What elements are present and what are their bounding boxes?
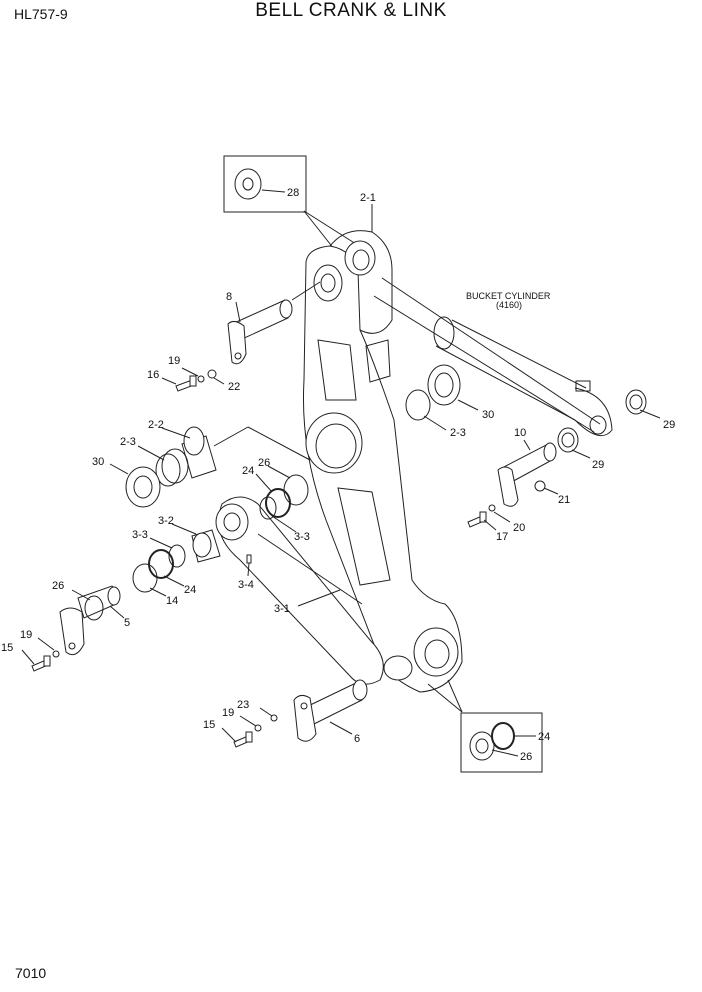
- bushing-3-2: [191, 529, 221, 563]
- washer-22: [207, 369, 217, 379]
- ring-2-3-left-b: [155, 453, 181, 487]
- callout-10: 10: [514, 427, 526, 439]
- callout-3-1: 3-1: [274, 603, 290, 615]
- lockwasher-19: [197, 375, 205, 383]
- callout-24-mid: 24: [242, 465, 254, 477]
- ring-3-3-left: [168, 544, 186, 568]
- callout-23: 23: [237, 699, 249, 711]
- detail-box-top: [223, 155, 307, 213]
- washer-26-bottom: [469, 731, 495, 761]
- callout-6: 6: [354, 733, 360, 745]
- pin-8: [227, 299, 293, 365]
- washer-19-left: [52, 650, 60, 658]
- callout-28: 28: [287, 187, 299, 199]
- callout-20: 20: [513, 522, 525, 534]
- callout-26-bottom: 26: [520, 751, 532, 763]
- callout-3-3-mid: 3-3: [294, 531, 310, 543]
- callout-19-bottom: 19: [222, 707, 234, 719]
- callout-3-4: 3-4: [238, 579, 254, 591]
- callout-2-3-left: 2-3: [120, 436, 136, 448]
- callout-5: 5: [124, 617, 130, 629]
- callout-2-2: 2-2: [148, 419, 164, 431]
- oring-24-left: [148, 549, 174, 579]
- bushing-2-2: [181, 426, 217, 479]
- callout-15-bottom: 15: [203, 719, 215, 731]
- callout-19-top: 19: [168, 355, 180, 367]
- callout-22: 22: [228, 381, 240, 393]
- callout-3-3-left: 3-3: [132, 529, 148, 541]
- callout-16: 16: [147, 369, 159, 381]
- pin-10: [497, 442, 557, 507]
- bolt-16: [175, 375, 197, 392]
- pin-6: [293, 679, 368, 742]
- washer-20: [488, 504, 496, 512]
- callout-14: 14: [166, 595, 178, 607]
- annotation-bucket-cylinder: BUCKET CYLINDER: [466, 291, 551, 301]
- callout-30-right: 30: [482, 409, 494, 421]
- bolt-17: [467, 511, 487, 528]
- page-number: 7010: [15, 965, 47, 981]
- callout-2-1: 2-1: [360, 192, 376, 204]
- washer-29-far: [625, 389, 647, 415]
- oring-24-bottom: [491, 722, 515, 750]
- washer-23: [270, 714, 278, 722]
- annotation-bucket-cylinder-ref: (4160): [496, 300, 522, 310]
- ring-26-mid: [283, 474, 309, 506]
- callout-21: 21: [558, 494, 570, 506]
- bucket-cylinder: [433, 316, 613, 437]
- washer-30-left: [125, 466, 161, 508]
- callout-29-right: 29: [592, 459, 604, 471]
- link-3-1: [215, 496, 384, 685]
- callout-15-left: 15: [1, 642, 13, 654]
- washer-19-bottom: [254, 724, 262, 732]
- pin-3-4: [246, 554, 252, 564]
- pin-5: [59, 585, 121, 656]
- callout-26-mid: 26: [258, 457, 270, 469]
- callout-2-3-right: 2-3: [450, 427, 466, 439]
- model-number: HL757-9: [14, 6, 68, 22]
- grease-nipple-21: [534, 480, 546, 492]
- callout-3-2: 3-2: [158, 515, 174, 527]
- callout-26-left: 26: [52, 580, 64, 592]
- callout-29-far: 29: [663, 419, 675, 431]
- page-title: BELL CRANK & LINK: [255, 0, 447, 21]
- ring-3-3-mid: [259, 496, 277, 520]
- bolt-15-left: [31, 655, 51, 672]
- callout-24-left: 24: [184, 584, 196, 596]
- callout-8: 8: [226, 291, 232, 303]
- callout-24-bottom: 24: [538, 731, 550, 743]
- ring-2-3-right: [405, 389, 431, 421]
- callout-17: 17: [496, 531, 508, 543]
- bell-crank: [303, 230, 463, 693]
- bolt-15-bottom: [233, 731, 253, 748]
- callout-19-left: 19: [20, 629, 32, 641]
- leader-lines: [21, 204, 661, 757]
- detail-box-bottom: [460, 712, 543, 773]
- oring-24-mid: [265, 488, 291, 518]
- washer-28: [234, 168, 262, 200]
- callout-30-left: 30: [92, 456, 104, 468]
- washer-30-right: [427, 364, 461, 406]
- washer-29-right: [557, 427, 579, 453]
- ring-14: [132, 563, 158, 593]
